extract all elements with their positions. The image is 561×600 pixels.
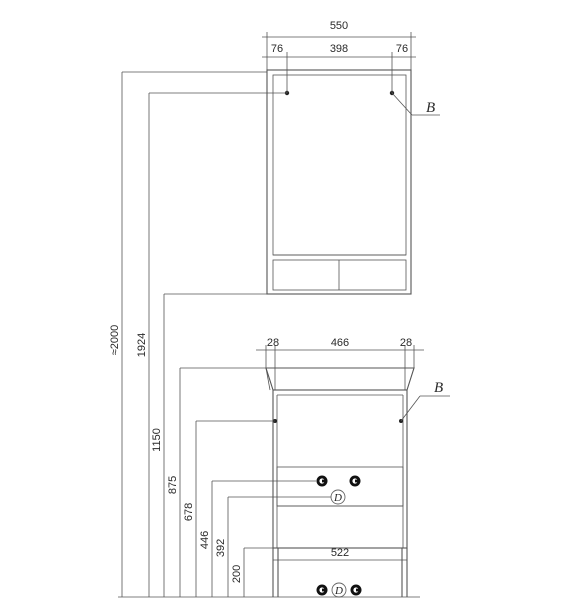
dimension-label-550: 550 bbox=[330, 20, 348, 32]
dimension-label-466: 466 bbox=[331, 337, 349, 349]
callout-b-top: B bbox=[391, 92, 440, 116]
dimension-label-522: 522 bbox=[331, 547, 349, 559]
c-circle-icon bbox=[349, 475, 361, 487]
dimension-label-76-right: 76 bbox=[396, 43, 408, 55]
mirror-cabinet bbox=[266, 69, 412, 295]
height-label-446: 446 bbox=[199, 531, 211, 549]
callout-label-b-top: B bbox=[426, 100, 435, 116]
connection-markers-mid: D bbox=[316, 475, 361, 505]
dimension-28-466-28: 28 466 28 bbox=[256, 337, 424, 390]
dimension-550: 550 bbox=[262, 20, 416, 70]
c-circle-icon bbox=[316, 584, 328, 596]
height-label-678: 678 bbox=[183, 503, 195, 521]
connection-markers-bottom: D bbox=[316, 582, 362, 598]
height-label-1150: 1150 bbox=[151, 428, 163, 452]
d-circle-icon: D bbox=[331, 582, 347, 598]
dimension-label-28-left: 28 bbox=[267, 337, 279, 349]
height-label-2000: ≈2000 bbox=[109, 325, 121, 356]
callout-label-b-bottom: B bbox=[434, 380, 443, 396]
dimension-522: 522 bbox=[273, 547, 407, 561]
d-circle-icon: D bbox=[330, 489, 346, 505]
height-label-1924: 1924 bbox=[136, 333, 148, 357]
dimension-76-398-76: 76 398 76 bbox=[262, 43, 416, 93]
c-circle-icon bbox=[350, 584, 362, 596]
vanity-unit bbox=[265, 367, 415, 597]
height-label-875: 875 bbox=[167, 476, 179, 494]
dimension-label-398: 398 bbox=[330, 43, 348, 55]
callout-b-bottom: B bbox=[400, 380, 450, 422]
height-label-392: 392 bbox=[215, 539, 227, 557]
dimension-label-28-right: 28 bbox=[400, 337, 412, 349]
marker-d-mid: D bbox=[333, 492, 342, 504]
c-circle-icon bbox=[316, 475, 328, 487]
marker-d-bottom: D bbox=[334, 585, 343, 597]
height-dimensions: ≈2000 1924 1150 875 678 446 392 200 bbox=[109, 71, 420, 598]
dimension-label-76-left: 76 bbox=[271, 43, 283, 55]
height-label-200: 200 bbox=[231, 565, 243, 583]
